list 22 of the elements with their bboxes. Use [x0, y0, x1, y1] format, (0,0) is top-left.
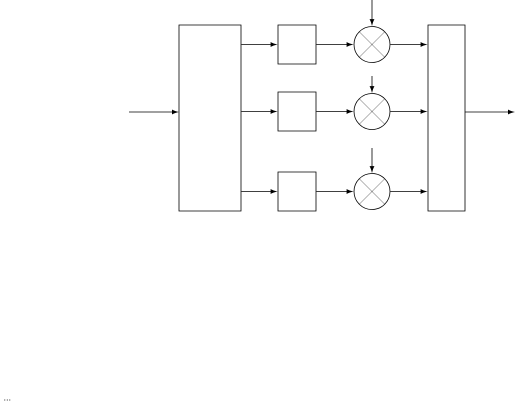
arrow	[370, 0, 374, 25]
arrow	[128, 110, 178, 114]
multiplier-circle	[354, 173, 390, 210]
arrow	[316, 109, 352, 114]
arrow	[316, 42, 352, 47]
multiplier-circle	[354, 26, 390, 63]
arrow	[390, 42, 426, 47]
arrow	[241, 42, 276, 47]
arrow	[390, 109, 426, 114]
block-box	[428, 24, 466, 212]
multiplier-circle	[354, 93, 390, 130]
block-box	[278, 92, 316, 132]
arrow	[241, 109, 276, 114]
block-box	[278, 172, 316, 212]
arrow	[370, 148, 374, 172]
arrow	[370, 76, 374, 92]
arrow	[316, 189, 352, 194]
arrow	[241, 189, 276, 194]
arrow	[390, 189, 426, 194]
block-box	[278, 24, 316, 64]
arrow	[464, 110, 514, 114]
block-box	[178, 24, 242, 212]
